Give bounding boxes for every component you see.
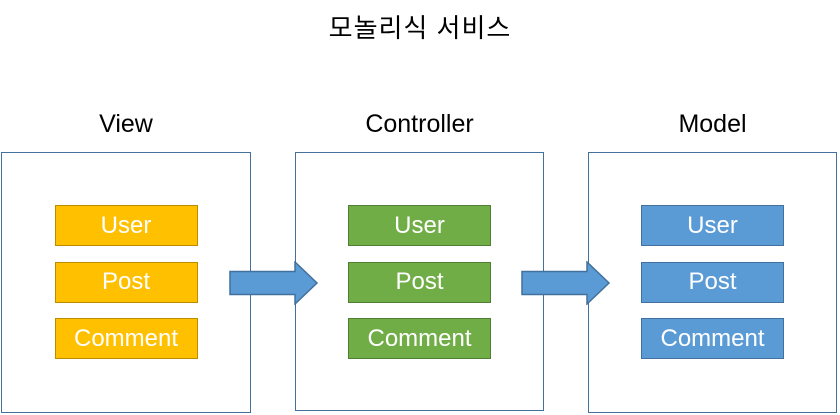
model-item-post: Post <box>641 261 784 303</box>
view-panel: User Post Comment <box>1 152 251 413</box>
controller-item-user: User <box>348 205 491 246</box>
controller-item-post: Post <box>348 261 491 303</box>
model-item-user: User <box>641 205 784 246</box>
arrow-right-view-to-controller-icon <box>229 261 319 305</box>
view-item-comment: Comment <box>54 318 198 359</box>
section-label-view: View <box>99 110 153 138</box>
controller-item-comment: Comment <box>348 318 491 359</box>
section-label-model: Model <box>678 110 747 138</box>
arrow-right-controller-to-model-icon <box>521 261 611 305</box>
view-item-post: Post <box>54 261 198 303</box>
controller-panel: User Post Comment <box>295 152 544 411</box>
view-item-user: User <box>54 205 198 246</box>
model-item-comment: Comment <box>641 318 784 359</box>
diagram-title: 모놀리식 서비스 <box>328 13 512 43</box>
model-panel: User Post Comment <box>588 152 837 413</box>
section-label-controller: Controller <box>365 110 474 138</box>
